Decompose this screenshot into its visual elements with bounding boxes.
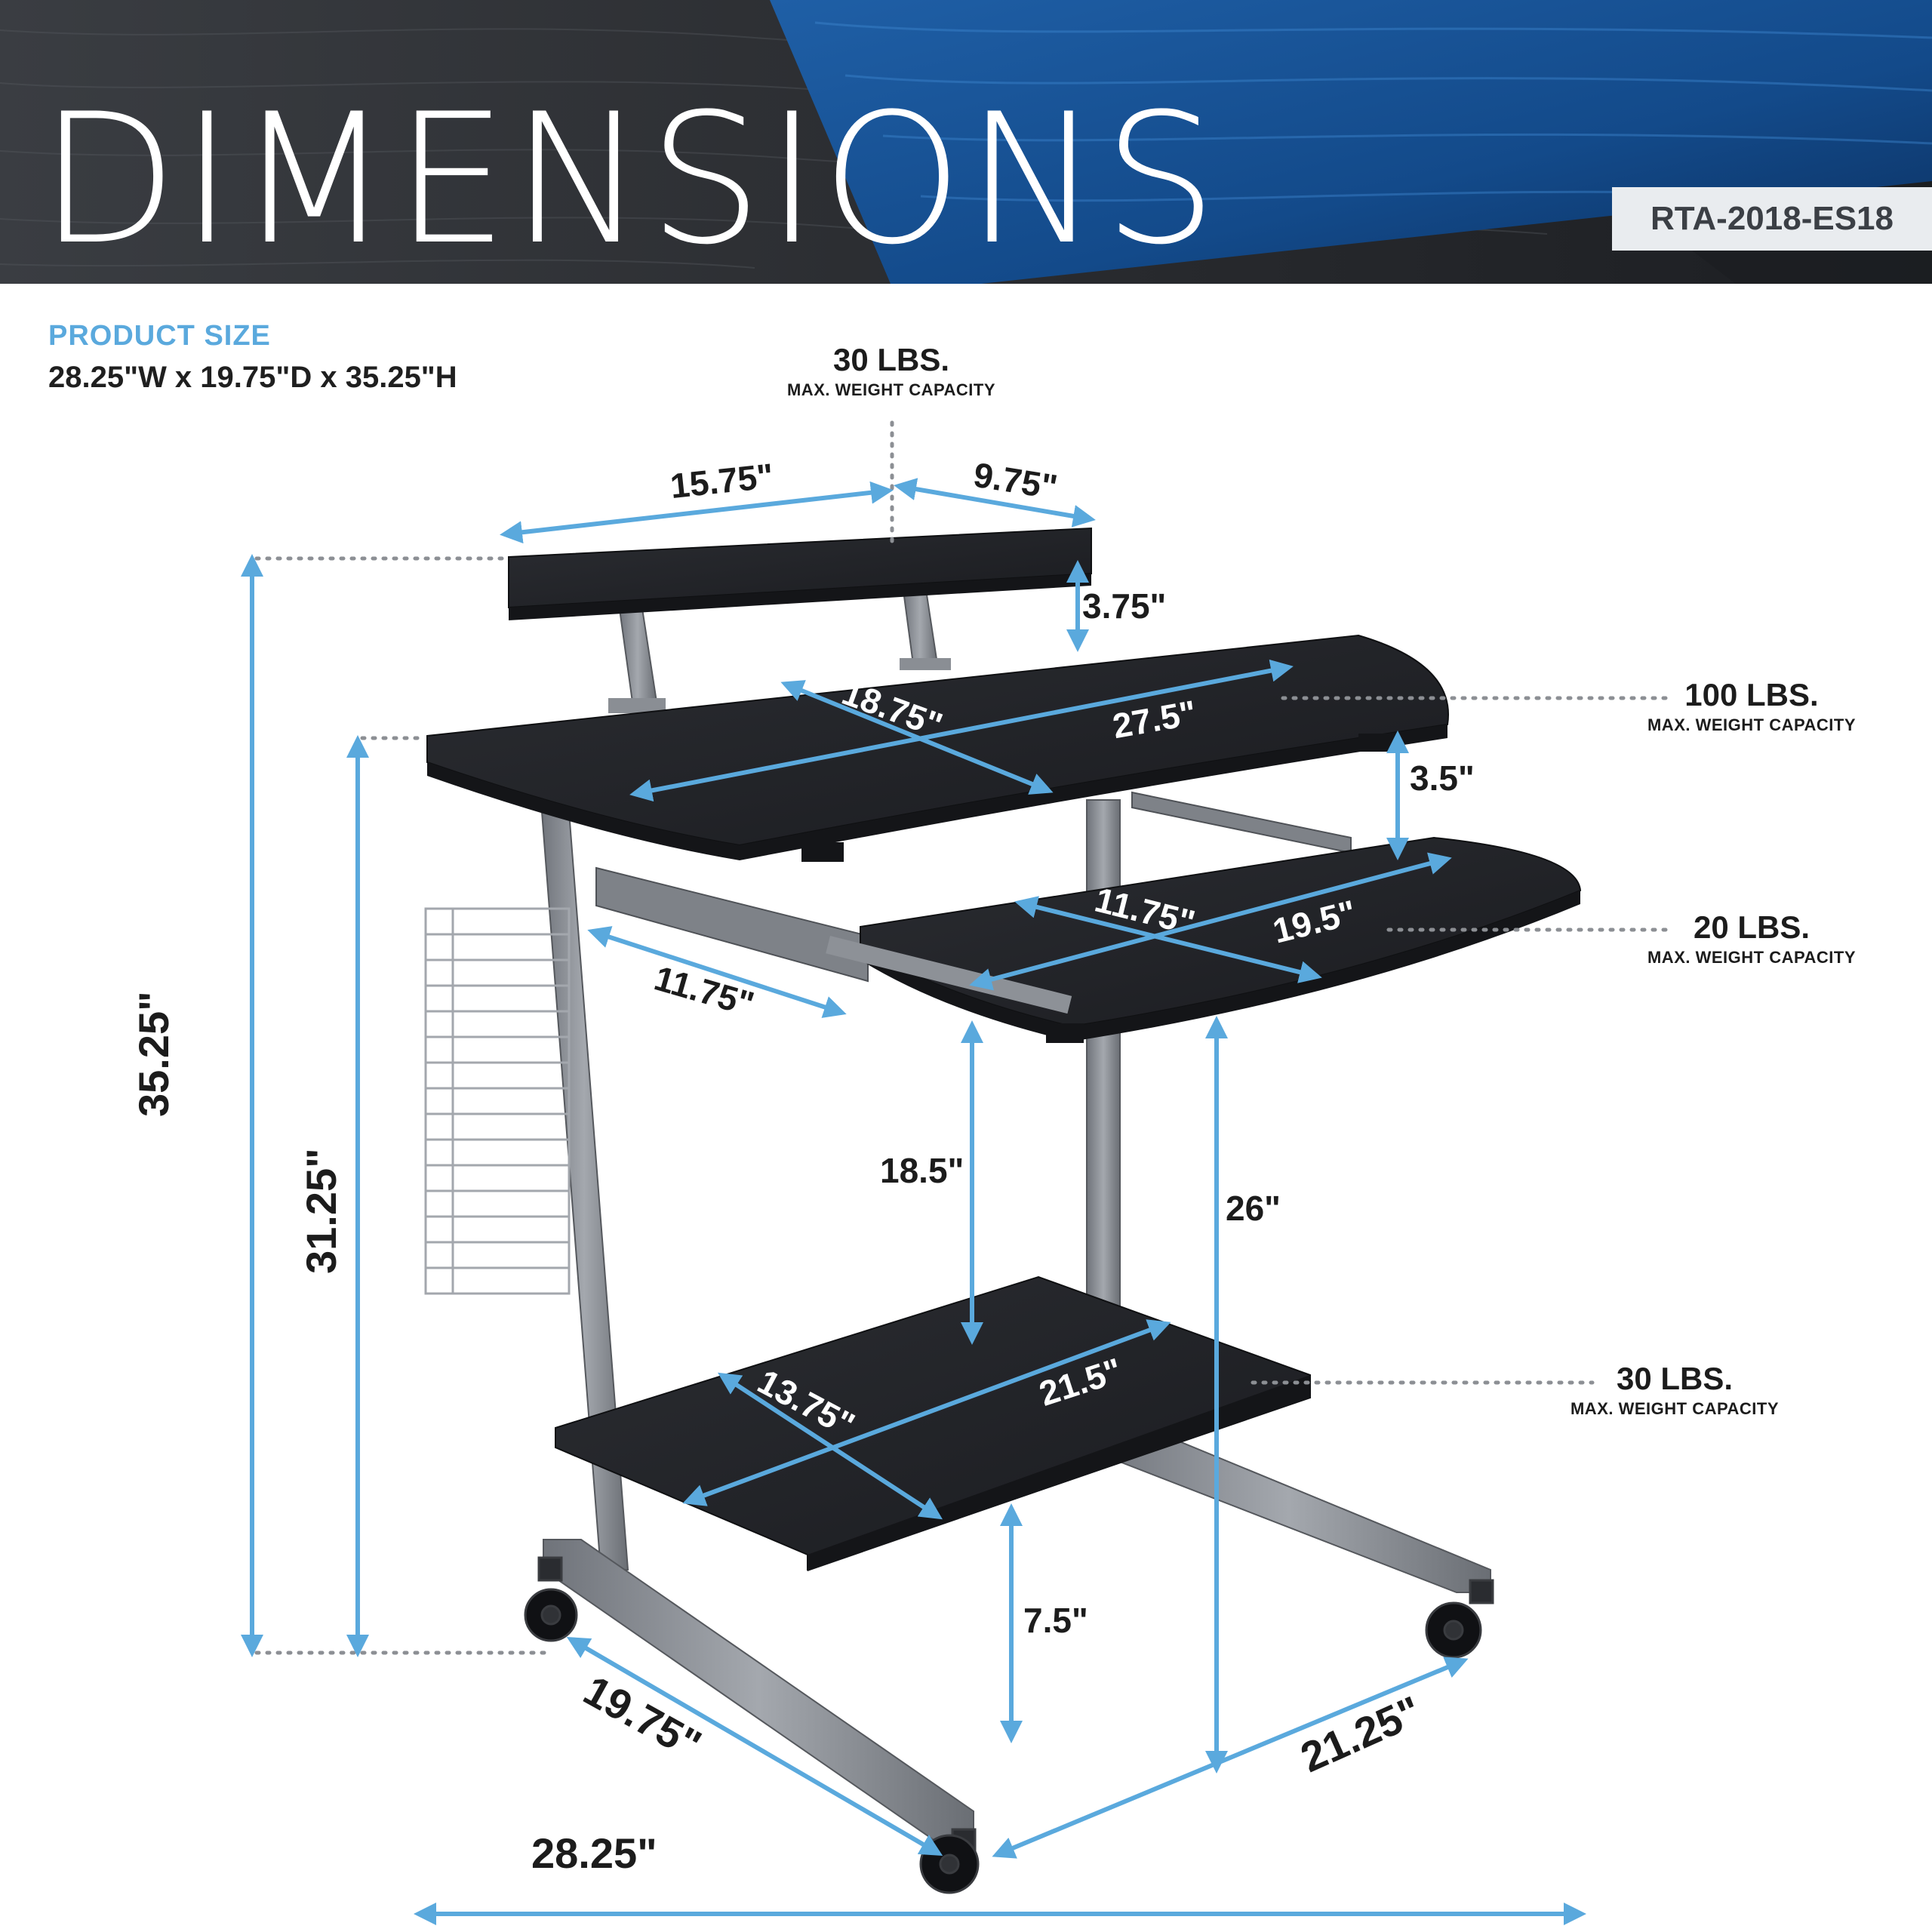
- header-banner: DIMENSIONS RTA-2018-ES18: [0, 0, 1932, 284]
- page-title: DIMENSIONS: [39, 75, 1220, 284]
- capacity-bottom-shelf-weight: 30 LBS.: [1616, 1361, 1734, 1396]
- dim-overall-width: 28.25": [531, 1829, 657, 1877]
- dim-overall-height: 35.25": [130, 991, 177, 1117]
- capacity-keyboard-tray-weight: 20 LBS.: [1693, 909, 1810, 945]
- capacity-keyboard-tray: 20 LBS. MAX. WEIGHT CAPACITY: [1642, 912, 1861, 966]
- product-size-value: 28.25"W x 19.75"D x 35.25"H: [48, 361, 457, 394]
- capacity-keyboard-tray-sub: MAX. WEIGHT CAPACITY: [1647, 948, 1857, 967]
- dim-bottom-clearance: 7.5": [1023, 1601, 1088, 1640]
- monitor-shelf: [508, 527, 1092, 620]
- capacity-monitor-shelf-sub: MAX. WEIGHT CAPACITY: [786, 380, 996, 399]
- model-number-badge: RTA-2018-ES18: [1612, 187, 1932, 251]
- dim-desk-height: 31.25": [297, 1148, 345, 1274]
- capacity-bottom-shelf-sub: MAX. WEIGHT CAPACITY: [1570, 1399, 1780, 1418]
- dim-tray-gap: 3.5": [1410, 758, 1475, 798]
- capacity-monitor-shelf-weight: 30 LBS.: [832, 342, 950, 377]
- capacity-desktop-sub: MAX. WEIGHT CAPACITY: [1647, 715, 1857, 734]
- capacity-monitor-shelf: 30 LBS. MAX. WEIGHT CAPACITY: [782, 344, 1001, 398]
- cd-rack: [424, 907, 571, 1295]
- keyboard-tray: [826, 836, 1582, 1043]
- dimension-arrows: [241, 478, 1586, 1925]
- dim-tray-height: 26": [1226, 1189, 1281, 1228]
- capacity-desktop-weight: 100 LBS.: [1684, 677, 1819, 712]
- capacity-bottom-shelf: 30 LBS. MAX. WEIGHT CAPACITY: [1565, 1363, 1784, 1417]
- leader-lines: [254, 420, 1670, 1655]
- dim-under-tray: 18.5": [880, 1151, 964, 1190]
- dim-monitor-height: 3.75": [1082, 586, 1167, 626]
- capacity-desktop: 100 LBS. MAX. WEIGHT CAPACITY: [1642, 679, 1861, 734]
- bottom-shelf: [555, 1275, 1311, 1571]
- product-size-label: PRODUCT SIZE: [48, 320, 271, 352]
